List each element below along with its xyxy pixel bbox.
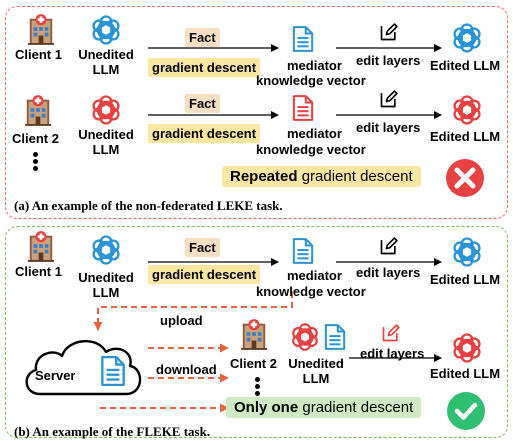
- edited-llm-label: Edited LLM: [430, 129, 501, 144]
- pencil-edit-icon: [379, 236, 399, 256]
- cross-circle-icon: [446, 159, 484, 197]
- unedited-llm-label: Unedited LLM: [78, 47, 134, 77]
- pencil-edit-icon: [381, 323, 401, 343]
- document-icon: [292, 237, 314, 265]
- unedited-line-1: Unedited: [78, 47, 134, 62]
- client-2-label: Client 2: [230, 356, 277, 371]
- openai-logo-icon: [449, 234, 485, 270]
- cloud-icon: [25, 339, 142, 396]
- knowledge-vector-label: knowledge vector: [256, 73, 366, 88]
- server-label: Server: [35, 368, 76, 383]
- banner-rest-text: gradient descent: [298, 399, 414, 416]
- more-clients-ellipsis: [33, 150, 41, 173]
- caption-b: (b) An example of the FLEKE task.: [14, 424, 211, 439]
- download-label: download: [156, 362, 217, 377]
- caption-a: (a) An example of the non-federated LEKE…: [14, 198, 283, 213]
- edited-llm-label: Edited LLM: [430, 272, 501, 287]
- edited-llm-label: Edited LLM: [430, 366, 501, 381]
- upload-arrow: [93, 292, 293, 331]
- upload-label: upload: [160, 313, 203, 328]
- document-icon: [100, 355, 126, 387]
- openai-logo-icon: [88, 232, 124, 268]
- edited-llm-label: Edited LLM: [430, 58, 501, 73]
- gradient-descent-label: gradient descent: [148, 58, 261, 77]
- edit-layers-label: edit layers: [356, 120, 421, 135]
- unedited-line-2: LLM: [302, 371, 330, 386]
- banner-rest-text: gradient descent: [297, 168, 413, 185]
- client-2-label: Client 2: [12, 131, 59, 146]
- unedited-line-2: LLM: [92, 62, 120, 77]
- edit-layers-label: edit layers: [356, 265, 421, 280]
- edit-layers-label: edit layers: [356, 53, 421, 68]
- unedited-llm-label: Unedited LLM: [286, 356, 346, 386]
- banner-bold-text: Repeated: [230, 168, 298, 185]
- fact-label: Fact: [185, 94, 220, 113]
- gradient-descent-label: gradient descent: [148, 124, 261, 143]
- gradient-descent-label: gradient descent: [148, 265, 261, 284]
- unedited-line-1: Unedited: [78, 127, 134, 142]
- only-one-gd-banner: Only one gradient descent: [226, 397, 422, 418]
- knowledge-vector-label: knowledge vector: [256, 284, 366, 299]
- edit-layers-label: edit layers: [360, 346, 425, 361]
- client-1-label: Client 1: [15, 264, 62, 279]
- unedited-line-2: LLM: [92, 142, 120, 157]
- openai-logo-icon: [449, 330, 485, 366]
- mediator-label: mediator: [287, 126, 342, 141]
- hospital-building-icon: [27, 230, 55, 262]
- unedited-llm-label: Unedited LLM: [78, 127, 134, 157]
- check-circle-icon: [447, 392, 485, 430]
- mediator-label: mediator: [287, 58, 342, 73]
- repeated-gd-banner: Repeated gradient descent: [222, 166, 421, 187]
- bottom-panel: [5, 226, 508, 438]
- unedited-line-1: Unedited: [78, 270, 134, 285]
- mediator-label: mediator: [287, 268, 342, 283]
- top-panel: [5, 6, 508, 219]
- banner-bold-text: Only one: [234, 399, 299, 416]
- fact-label: Fact: [185, 28, 220, 47]
- fact-label: Fact: [185, 238, 220, 257]
- unedited-line-2: LLM: [92, 285, 120, 300]
- unedited-llm-label: Unedited LLM: [78, 270, 134, 300]
- knowledge-vector-label: knowledge vector: [256, 142, 366, 157]
- hospital-building-icon: [240, 318, 268, 350]
- document-icon: [324, 323, 346, 351]
- more-clients-ellipsis: [255, 375, 263, 398]
- unedited-line-1: Unedited: [288, 356, 344, 371]
- client-1-label: Client 1: [15, 47, 62, 62]
- openai-logo-icon: [288, 320, 322, 354]
